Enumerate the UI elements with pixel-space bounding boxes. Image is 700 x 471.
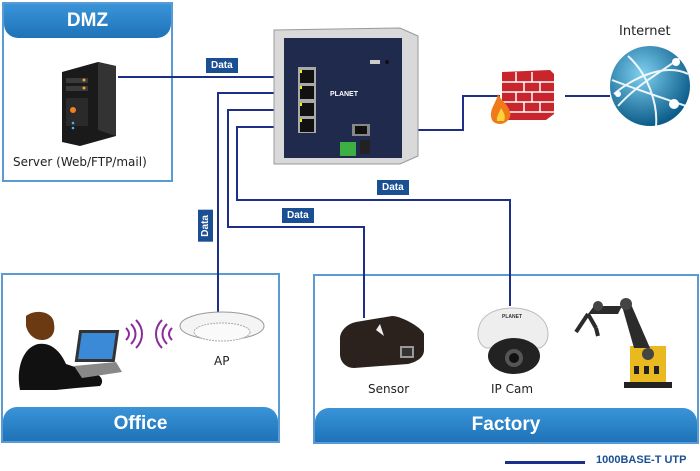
data-tag-ipcam: Data <box>377 180 409 195</box>
ap-label: AP <box>214 354 230 368</box>
sensor-icon <box>336 314 428 374</box>
data-tag-server: Data <box>206 58 238 73</box>
wifi-signal-icon <box>122 318 176 354</box>
factory-zone-title: Factory <box>315 408 697 442</box>
switch-icon: PLANET <box>270 24 420 173</box>
sensor-label: Sensor <box>368 382 410 396</box>
user-laptop-icon <box>16 310 126 402</box>
data-tag-ap: Data <box>198 210 213 242</box>
firewall-icon <box>488 66 558 128</box>
access-point-icon <box>178 310 266 354</box>
robot-arm-icon <box>574 292 674 396</box>
dmz-zone-title: DMZ <box>4 4 171 38</box>
server-icon <box>58 58 120 152</box>
globe-icon <box>608 44 692 132</box>
data-tag-sensor: Data <box>282 208 314 223</box>
legend-label: 1000BASE-T UTP <box>596 454 687 466</box>
ip-camera-icon: PLANET <box>474 306 552 380</box>
ipcam-brand: PLANET <box>502 314 522 320</box>
dmz-zone: DMZ <box>2 2 173 182</box>
switch-brand: PLANET <box>330 91 359 98</box>
server-label: Server (Web/FTP/mail) <box>13 155 147 169</box>
office-zone-title: Office <box>3 407 278 441</box>
ipcam-label: IP Cam <box>491 382 534 396</box>
legend-line-sample <box>505 461 585 464</box>
internet-label: Internet <box>619 24 671 39</box>
